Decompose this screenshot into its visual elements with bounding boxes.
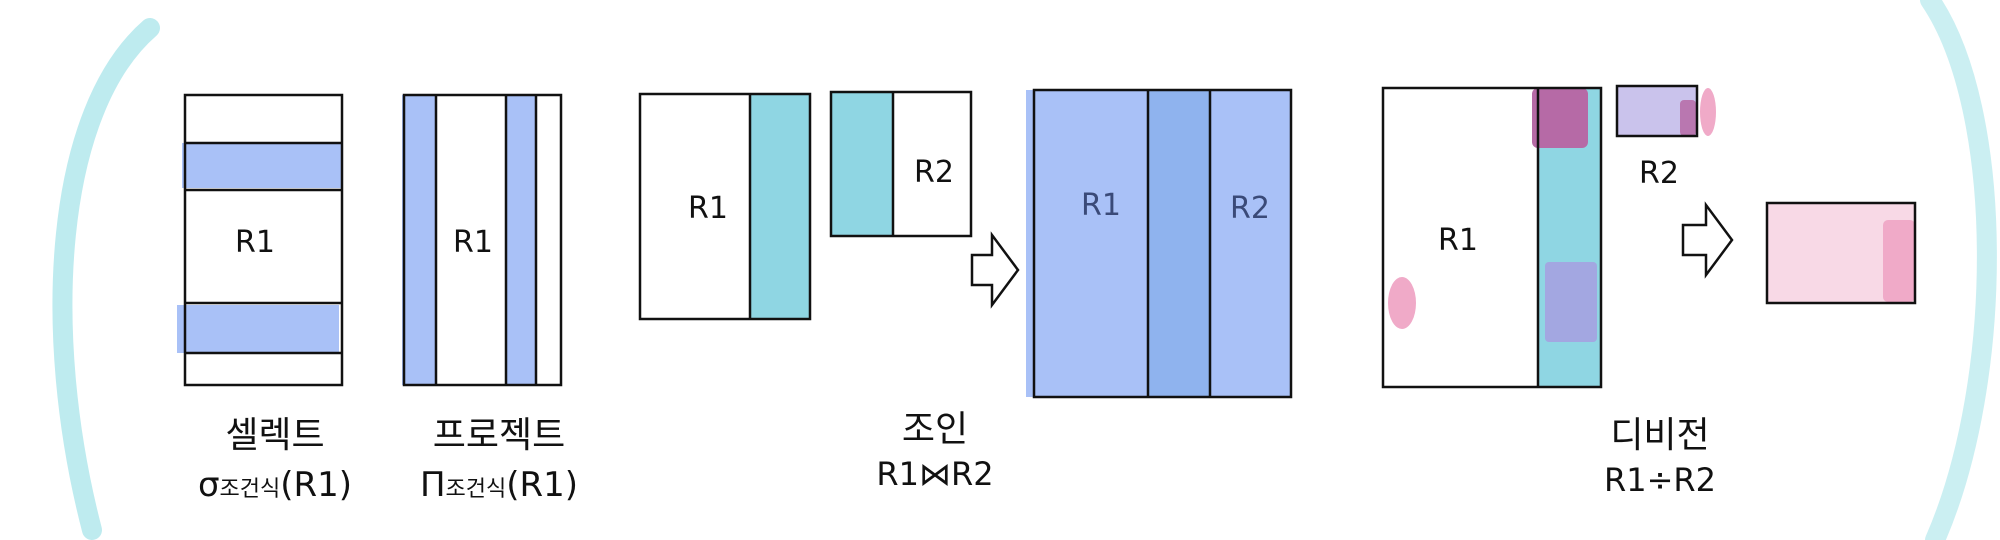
division-r2-pink-mark — [1700, 88, 1716, 136]
division-r2-magenta-mark — [1680, 100, 1696, 136]
division-r2-box — [1615, 84, 1699, 138]
join-formula: R1⋈R2 — [876, 455, 994, 493]
join-arrow-icon — [970, 231, 1020, 309]
select-subscript: 조건식 — [219, 477, 281, 502]
join-r2-label: R2 — [914, 155, 954, 190]
frame-arc-left — [52, 18, 160, 540]
join-result-r2-label: R2 — [1230, 191, 1270, 226]
division-result-box — [1765, 201, 1917, 305]
division-title: 디비전 — [1610, 415, 1710, 456]
project-arg: (R1) — [506, 465, 579, 505]
join-result-shared-column — [1148, 90, 1210, 397]
join-r2-shared-column — [831, 92, 893, 236]
division-arrow-icon — [1681, 201, 1734, 279]
join-result-box — [1032, 88, 1293, 399]
select-box-label: R1 — [235, 225, 275, 260]
join-r1-box — [638, 92, 812, 321]
project-relation-box — [402, 93, 563, 387]
select-highlight-row-1 — [182, 143, 342, 188]
join-r1-label: R1 — [688, 191, 728, 226]
division-r1-pink-mark — [1388, 277, 1416, 329]
division-result-mark — [1883, 220, 1915, 302]
select-formula: σ조건식(R1) — [150, 468, 400, 502]
select-title: 셀렉트 — [225, 415, 325, 456]
join-caption: 조인 R1⋈R2 — [810, 409, 1060, 493]
project-highlight-column-1 — [402, 95, 436, 385]
join-r2-box — [829, 90, 973, 238]
division-formula: R1÷R2 — [1604, 461, 1716, 499]
join-result-r1-label: R1 — [1081, 188, 1121, 223]
project-box-label: R1 — [453, 225, 493, 260]
division-r2-label: R2 — [1639, 156, 1679, 191]
select-diagram: R1 — [177, 93, 344, 387]
join-title: 조인 — [901, 409, 969, 450]
division-r1-label: R1 — [1438, 223, 1478, 258]
project-formula: Π조건식(R1) — [374, 468, 624, 502]
project-diagram: R1 — [402, 93, 563, 387]
project-symbol: Π — [419, 465, 446, 505]
select-arg: (R1) — [280, 465, 353, 505]
project-highlight-column-2 — [506, 95, 536, 385]
division-r1-purple-cell — [1545, 262, 1597, 342]
join-r1-shared-column — [750, 94, 810, 319]
project-subscript: 조건식 — [445, 477, 507, 502]
division-diagram: R1 R2 — [1381, 84, 1917, 389]
join-diagram: R1 R2 R1 R2 — [638, 88, 1293, 399]
select-symbol: σ — [197, 465, 220, 505]
select-caption: 셀렉트 σ조건식(R1) — [150, 415, 400, 503]
division-r1-magenta-cell — [1532, 88, 1588, 148]
division-r1-box — [1381, 86, 1603, 389]
project-caption: 프로젝트 Π조건식(R1) — [374, 415, 624, 503]
frame-arc-right — [1920, 0, 1997, 540]
project-title: 프로젝트 — [432, 415, 566, 456]
select-highlight-row-2 — [177, 305, 339, 353]
division-caption: 디비전 R1÷R2 — [1535, 415, 1785, 499]
select-relation-box — [183, 93, 344, 387]
